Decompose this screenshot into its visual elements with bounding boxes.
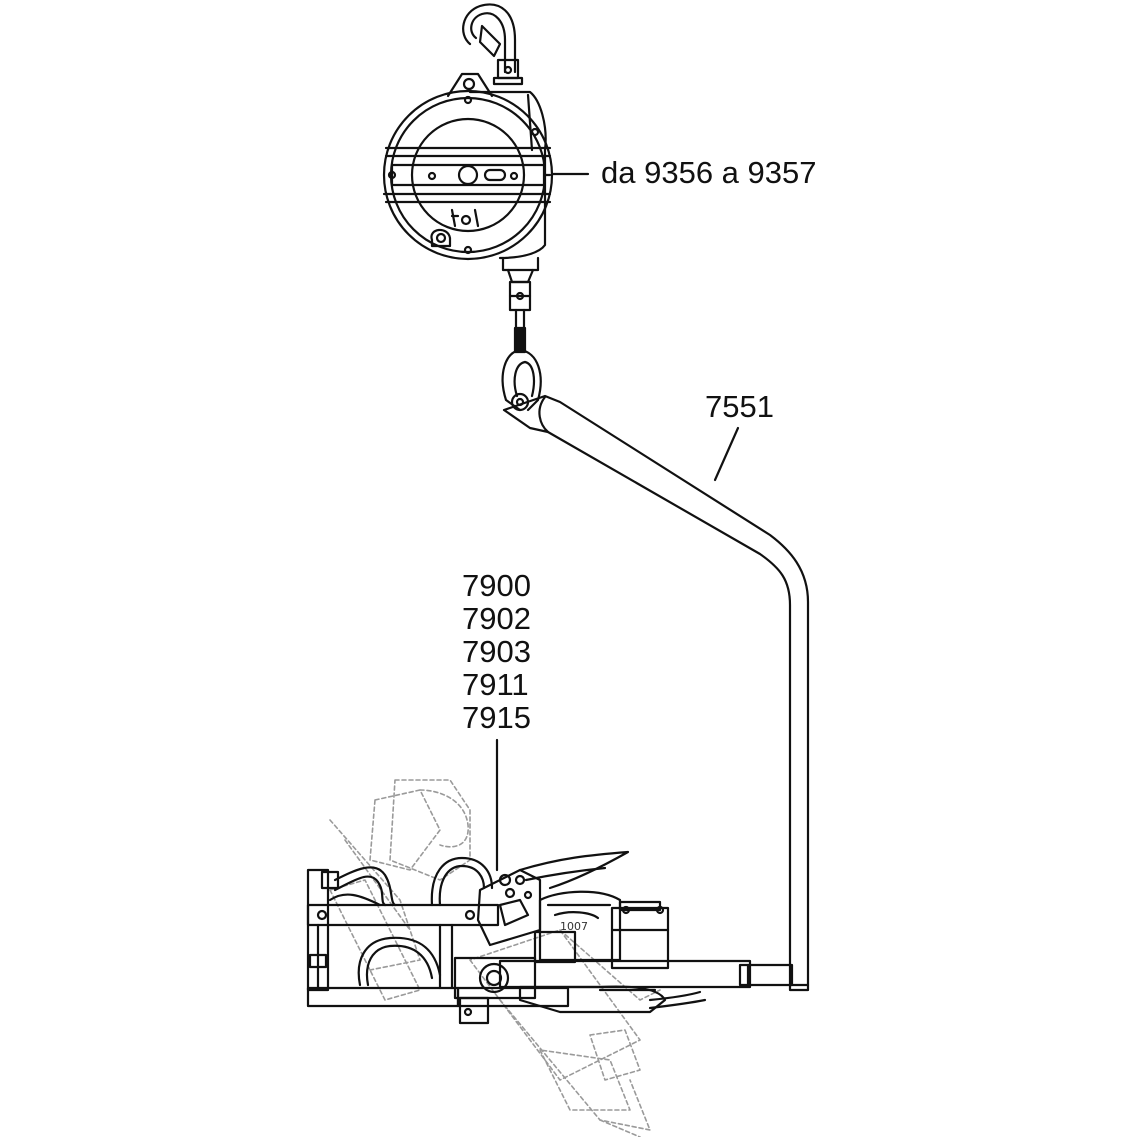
cable-connector (501, 256, 540, 354)
tool-assembly: 1007 (306, 850, 794, 1025)
ghost-tool-outline (329, 779, 661, 1138)
tool-code-list: 7900 7902 7903 7911 7915 (462, 569, 531, 734)
carabiner (501, 348, 542, 412)
balancer-code-label: da 9356 a 9357 (601, 155, 817, 190)
tool-code-7900: 7900 (462, 568, 531, 603)
tool-code-7915: 7915 (462, 700, 531, 735)
tool-code-7902: 7902 (462, 601, 531, 636)
spring-balancer (382, 72, 554, 261)
top-hook (462, 3, 524, 86)
leader-arm (713, 426, 740, 482)
arm-code-label: 7551 (705, 389, 774, 424)
tool-code-7903: 7903 (462, 634, 531, 669)
tool-code-7911: 7911 (462, 667, 529, 702)
svg-text:1007: 1007 (560, 920, 588, 933)
